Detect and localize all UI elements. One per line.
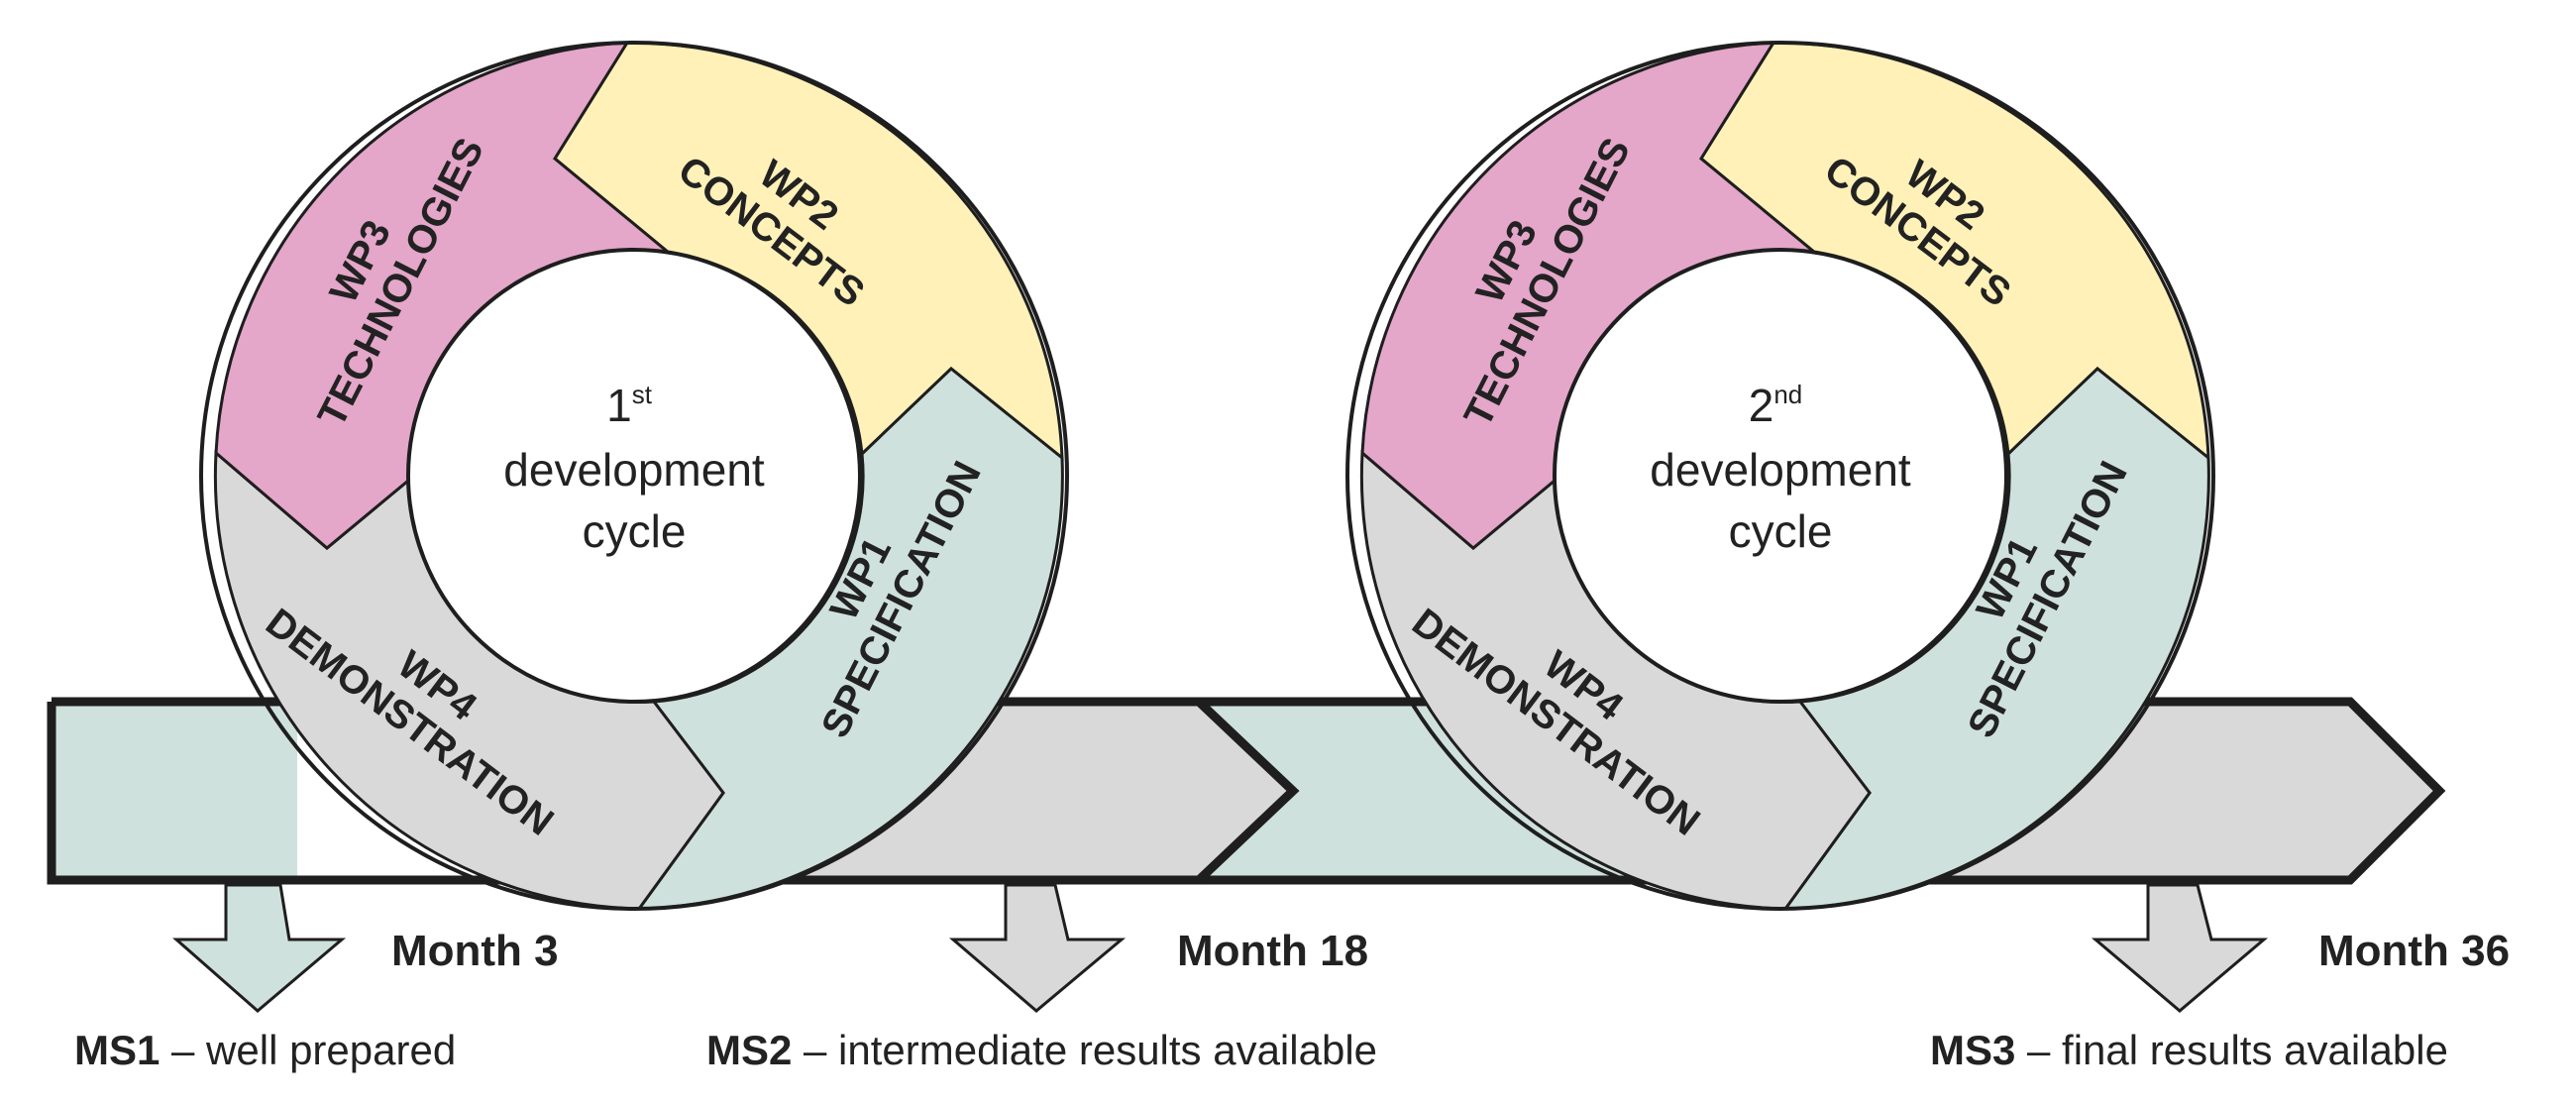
cycle-line2: cycle xyxy=(583,505,687,557)
ring-inner-circle xyxy=(1553,248,2008,704)
milestone-1-text: – well prepared xyxy=(160,1027,456,1073)
milestone-1-label: MS1 – well prepared xyxy=(74,1027,456,1073)
milestone-3-id: MS3 xyxy=(1930,1027,2015,1073)
milestone-3-label: MS3 – final results available xyxy=(1930,1027,2448,1073)
cycle-ordinal-suffix: nd xyxy=(1773,380,1802,409)
cycle-ordinal-suffix: st xyxy=(632,380,653,409)
cycle-line1: development xyxy=(1650,444,1911,496)
milestone-2-label: MS2 – intermediate results available xyxy=(706,1027,1377,1073)
cycle-line1: development xyxy=(503,444,765,496)
milestone-2-text: – intermediate results available xyxy=(792,1027,1377,1073)
milestone-arrow-1 xyxy=(172,883,347,1013)
cycle-ordinal-number: 1 xyxy=(606,380,632,431)
cycle-ordinal: 2nd xyxy=(1749,380,1803,431)
ring-inner-circle xyxy=(406,248,862,704)
milestone-1-month: Month 3 xyxy=(391,927,559,975)
milestone-arrow-3 xyxy=(2091,883,2269,1013)
timeline-band-cycle1-start xyxy=(52,702,297,880)
cycle-line2: cycle xyxy=(1729,505,1833,557)
cycle-ordinal: 1st xyxy=(606,380,653,431)
milestone-2-month: Month 18 xyxy=(1177,927,1368,975)
ring-outer-outline xyxy=(199,41,1069,911)
milestone-3-text: – final results available xyxy=(2015,1027,2448,1073)
development-cycle-1: 1st development cycle WP2 CONCEPTS WP1 S… xyxy=(199,41,1069,911)
milestone-2-id: MS2 xyxy=(706,1027,792,1073)
ring-outer-outline xyxy=(1345,41,2215,911)
development-cycle-2: 2nd development cycle WP2 CONCEPTS WP1 S… xyxy=(1345,41,2215,911)
milestone-arrow-2 xyxy=(948,883,1127,1013)
cycle-ordinal-number: 2 xyxy=(1749,380,1774,431)
timeline-divider-chevron xyxy=(1195,698,1300,884)
milestone-3-month: Month 36 xyxy=(2318,927,2510,975)
milestone-1-id: MS1 xyxy=(74,1027,160,1073)
